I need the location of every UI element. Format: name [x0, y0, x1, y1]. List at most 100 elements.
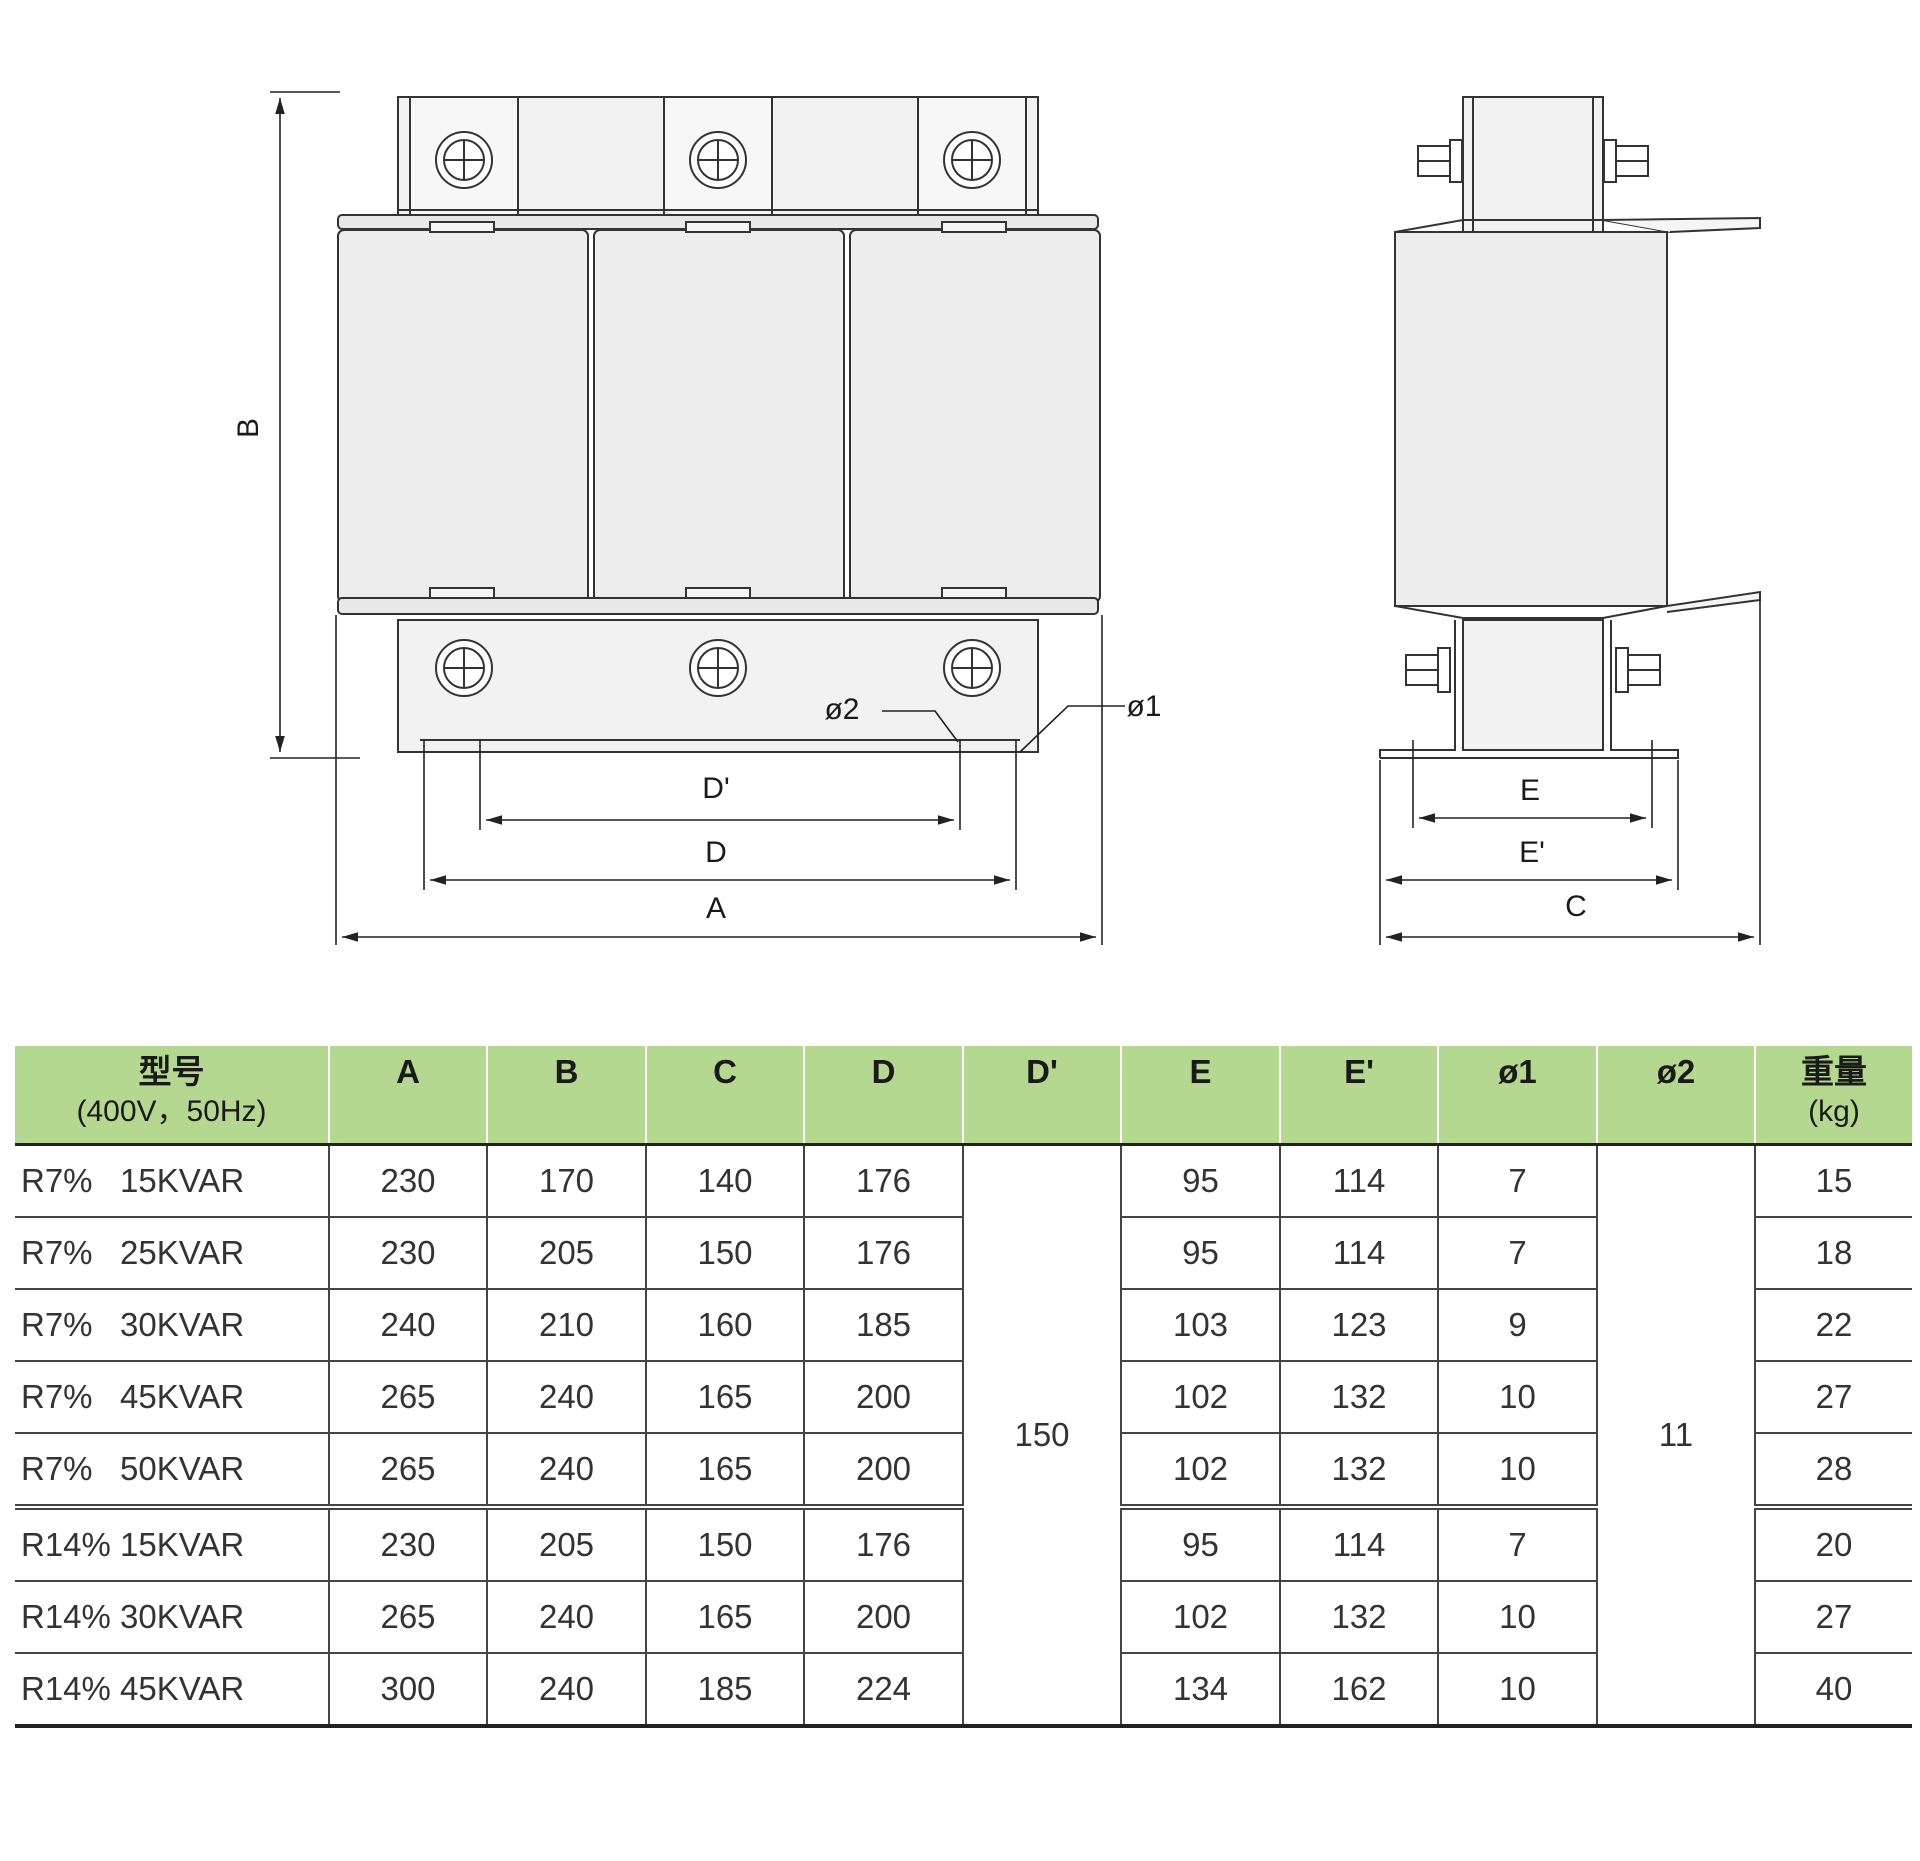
cell-E-prime: 114 — [1279, 1504, 1438, 1581]
cell-E: 102 — [1120, 1432, 1280, 1507]
header-E-prime: E' — [1279, 1046, 1438, 1145]
dim-label-phi2: ø2 — [824, 693, 859, 726]
cell-phi1: 7 — [1437, 1504, 1597, 1581]
table-row: R7% 15KVAR 230 170 140 176 150 95 114 7 … — [15, 1143, 1912, 1728]
cell-model: R14% 15KVAR — [15, 1504, 329, 1581]
dim-label-A: A — [706, 892, 726, 925]
cell-model: R7% 15KVAR — [15, 1143, 329, 1217]
header-C: C — [645, 1046, 804, 1145]
header-D: D — [803, 1046, 963, 1145]
cell-A: 230 — [328, 1216, 487, 1289]
cell-phi1: 10 — [1437, 1652, 1597, 1728]
cell-phi1: 7 — [1437, 1216, 1597, 1289]
nut-icon — [1405, 647, 1451, 693]
cell-weight: 27 — [1754, 1360, 1912, 1433]
cell-D: 200 — [803, 1580, 963, 1653]
front-view — [337, 96, 1101, 753]
header-phi1: ø1 — [1437, 1046, 1597, 1145]
table-row: R14% 30KVAR 265 240 165 200 102 132 10 2… — [15, 1580, 1912, 1653]
cell-B: 205 — [486, 1216, 646, 1289]
dim-label-B: B — [232, 418, 265, 438]
side-view — [1379, 96, 1761, 759]
table-row: R7% 45KVAR 265 240 165 200 102 132 10 27 — [15, 1360, 1912, 1433]
cell-model: R7% 45KVAR — [15, 1360, 329, 1433]
cell-E: 102 — [1120, 1360, 1280, 1433]
table-header: 型号(400V，50Hz) A B C D D' E E' ø1 ø2 重量(k… — [15, 1046, 1912, 1145]
cell-E: 103 — [1120, 1288, 1280, 1361]
cell-B: 210 — [486, 1288, 646, 1361]
cell-model: R14% 45KVAR — [15, 1652, 329, 1728]
cell-E: 95 — [1120, 1504, 1280, 1581]
table-body: R7% 15KVAR 230 170 140 176 150 95 114 7 … — [15, 1143, 1912, 1728]
header-phi2: ø2 — [1596, 1046, 1755, 1145]
cell-weight: 28 — [1754, 1432, 1912, 1507]
cell-weight: 15 — [1754, 1143, 1912, 1217]
cell-E-prime: 132 — [1279, 1580, 1438, 1653]
cell-B: 240 — [486, 1360, 646, 1433]
header-weight: 重量(kg) — [1754, 1046, 1912, 1145]
coil-side — [1394, 231, 1668, 607]
cell-E: 95 — [1120, 1216, 1280, 1289]
bolt-icon — [943, 639, 1001, 697]
coil — [849, 229, 1101, 603]
cell-C: 185 — [645, 1652, 804, 1728]
nut-icon — [1417, 139, 1463, 183]
cell-D: 185 — [803, 1288, 963, 1361]
cell-D: 176 — [803, 1216, 963, 1289]
cell-C: 165 — [645, 1360, 804, 1433]
cell-A: 265 — [328, 1580, 487, 1653]
cell-A: 230 — [328, 1504, 487, 1581]
dim-label-E-prime: E' — [1519, 836, 1545, 869]
cell-B: 205 — [486, 1504, 646, 1581]
cell-B: 240 — [486, 1652, 646, 1728]
cell-phi1: 10 — [1437, 1360, 1597, 1433]
cell-A: 300 — [328, 1652, 487, 1728]
dim-label-C: C — [1565, 890, 1587, 923]
dim-label-D-prime: D' — [702, 772, 729, 805]
table-row: R14% 15KVAR 230 205 150 176 95 114 7 20 — [15, 1504, 1912, 1581]
cell-C: 150 — [645, 1504, 804, 1581]
cell-C: 165 — [645, 1432, 804, 1507]
cell-E: 95 — [1120, 1143, 1280, 1217]
cell-phi2-shared: 11 — [1596, 1143, 1755, 1728]
reactor-dimension-drawing: B D' D A ø2 ø1 — [232, 91, 1761, 945]
cell-model: R14% 30KVAR — [15, 1580, 329, 1653]
cell-A: 265 — [328, 1360, 487, 1433]
front-dimensions — [270, 91, 1125, 945]
bolt-icon — [943, 131, 1001, 189]
header-B: B — [486, 1046, 646, 1145]
bolt-icon — [435, 639, 493, 697]
cell-C: 140 — [645, 1143, 804, 1217]
dim-label-D: D — [705, 836, 727, 869]
cell-D: 176 — [803, 1143, 963, 1217]
header-E: E — [1120, 1046, 1280, 1145]
table-row: R14% 45KVAR 300 240 185 224 134 162 10 4… — [15, 1652, 1912, 1728]
cell-E-prime: 162 — [1279, 1652, 1438, 1728]
side-dimensions — [1379, 600, 1761, 945]
cell-B: 170 — [486, 1143, 646, 1217]
cell-model: R7% 25KVAR — [15, 1216, 329, 1289]
cell-phi1: 10 — [1437, 1580, 1597, 1653]
bolt-icon — [689, 131, 747, 189]
cell-phi1: 10 — [1437, 1432, 1597, 1507]
cell-E-prime: 114 — [1279, 1216, 1438, 1289]
cell-B: 240 — [486, 1580, 646, 1653]
cell-phi1: 9 — [1437, 1288, 1597, 1361]
cell-weight: 22 — [1754, 1288, 1912, 1361]
table-row: R7% 25KVAR 230 205 150 176 95 114 7 18 — [15, 1216, 1912, 1289]
cell-D-prime-shared: 150 — [962, 1143, 1121, 1728]
cell-E-prime: 114 — [1279, 1143, 1438, 1217]
cell-A: 230 — [328, 1143, 487, 1217]
nut-icon — [1603, 139, 1649, 183]
table-row: R7% 50KVAR 265 240 165 200 102 132 10 28 — [15, 1432, 1912, 1507]
nut-icon — [1615, 647, 1661, 693]
cell-A: 265 — [328, 1432, 487, 1507]
cell-D: 200 — [803, 1360, 963, 1433]
cell-model: R7% 30KVAR — [15, 1288, 329, 1361]
dim-label-E: E — [1520, 774, 1540, 807]
cell-C: 160 — [645, 1288, 804, 1361]
coil — [593, 229, 845, 603]
cell-D: 200 — [803, 1432, 963, 1507]
coil — [337, 229, 589, 603]
cell-E: 102 — [1120, 1580, 1280, 1653]
